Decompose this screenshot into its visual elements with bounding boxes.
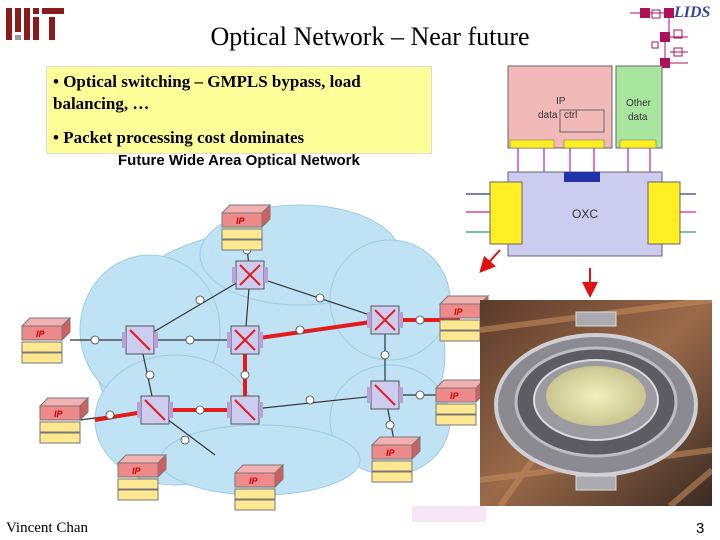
- page-number: 3: [696, 520, 705, 537]
- router-label: IP: [386, 448, 396, 458]
- oxc-nodes: [122, 260, 403, 425]
- router-label: IP: [132, 466, 142, 476]
- bullet-1: • Optical switching – GMPLS bypass, load…: [53, 72, 361, 113]
- other-data-label: data: [628, 112, 648, 123]
- router-label: IP: [249, 476, 259, 486]
- decoration-patch: [412, 506, 486, 522]
- mit-logo: [6, 8, 64, 40]
- arrows: [479, 249, 598, 298]
- footer-author: Vincent Chan: [6, 520, 88, 536]
- diagram-subtitle: Future Wide Area Optical Network: [118, 152, 360, 169]
- lids-logo: [630, 8, 688, 68]
- mems-mirror-photo: [480, 300, 712, 506]
- arrow-left: [479, 249, 501, 273]
- router-label: IP: [236, 216, 246, 226]
- data-label: data: [538, 110, 558, 121]
- router-label: IP: [450, 391, 460, 401]
- router-label: IP: [54, 409, 64, 419]
- ip-box: [507, 65, 613, 149]
- lids-logo-text: LIDS: [674, 4, 711, 21]
- oxc-control-port: [564, 172, 600, 182]
- ctrl-box: [559, 109, 605, 133]
- node-architecture-diagram: IP data ctrl Other data OXC: [466, 65, 696, 257]
- bullet-box: • Optical switching – GMPLS bypass, load…: [46, 66, 432, 154]
- amplifier-markers: [90, 245, 425, 445]
- ctrl-label: ctrl: [564, 110, 577, 121]
- mirror-surface: [546, 366, 646, 426]
- oxc-right-port: [647, 181, 681, 245]
- network-diagram: IP IP IP IP: [20, 203, 490, 511]
- oxc-label: OXC: [572, 207, 598, 221]
- router-label: IP: [454, 307, 464, 317]
- other-box: [615, 65, 663, 149]
- oxc-left-port: [489, 181, 523, 245]
- slide-title: Optical Network – Near future: [210, 22, 530, 51]
- ip-box-label: IP: [556, 96, 566, 107]
- router-label: IP: [36, 329, 46, 339]
- ip-routers: IP IP IP IP: [20, 203, 490, 511]
- other-label: Other: [626, 98, 652, 109]
- bullet-2: • Packet processing cost dominates: [53, 128, 305, 147]
